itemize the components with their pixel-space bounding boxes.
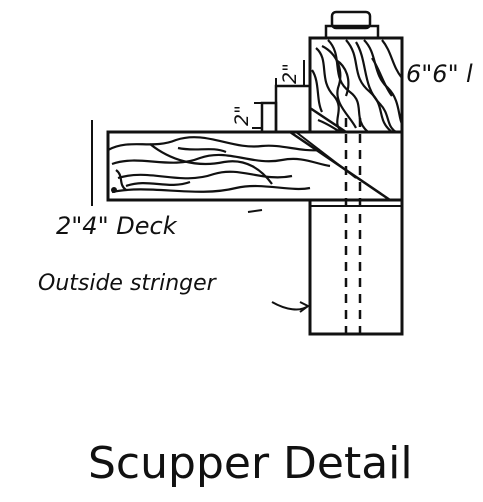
post-size-label: 6"6": [406, 60, 459, 88]
dimension-marks: [252, 60, 305, 129]
post-size-suffix: l: [466, 60, 473, 88]
post-6x6: [308, 36, 404, 134]
deck-plank: [91, 120, 404, 206]
dimension-label-lower: 2": [231, 105, 253, 126]
leader-lines: [247, 209, 310, 313]
bolt-dashed-lines: [344, 118, 362, 334]
stringer-label: Outside stringer: [38, 271, 218, 296]
dimension-label-upper: 2": [279, 63, 301, 84]
outside-stringer: [308, 198, 404, 336]
deck-label: 2"4" Deck: [56, 212, 178, 240]
diagram-title: Scupper Detail: [88, 438, 413, 489]
post-cap: [324, 10, 380, 40]
